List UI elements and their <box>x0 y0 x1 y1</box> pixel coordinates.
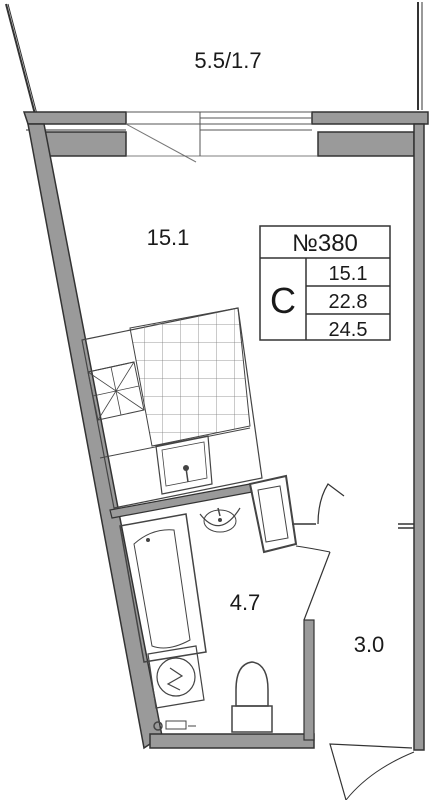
area-total-with-balcony: 24.5 <box>329 319 368 341</box>
exterior-wall-top <box>22 111 429 157</box>
fridge-icon <box>129 307 251 447</box>
hallway-area-label: 3.0 <box>354 632 385 657</box>
bathroom-wall-right <box>303 619 315 741</box>
exterior-wall-bottom <box>149 733 315 749</box>
area-living: 15.1 <box>329 263 368 285</box>
ventilation-duct <box>248 474 298 554</box>
window-icon <box>125 111 318 163</box>
pipe-riser <box>153 720 196 731</box>
apartment-type: С <box>270 280 296 321</box>
area-total: 22.8 <box>329 291 368 313</box>
kitchen-stove-icon <box>87 361 145 421</box>
apartment-info-box: №380 С 15.1 22.8 24.5 <box>259 225 391 341</box>
apartment-number: №380 <box>292 230 358 257</box>
exterior-wall-right <box>413 123 425 751</box>
toilet-icon <box>231 661 273 733</box>
washbasin-icon <box>199 507 241 533</box>
bathtub-icon <box>119 513 207 663</box>
kitchen-sink-icon <box>155 435 213 495</box>
balcony-area-label: 5.5/1.7 <box>194 48 261 73</box>
door-icon <box>295 483 415 800</box>
living-room-area-label: 15.1 <box>147 225 190 250</box>
washing-machine-icon <box>147 645 205 709</box>
bathroom-area-label: 4.7 <box>230 590 261 615</box>
balcony <box>5 2 423 119</box>
